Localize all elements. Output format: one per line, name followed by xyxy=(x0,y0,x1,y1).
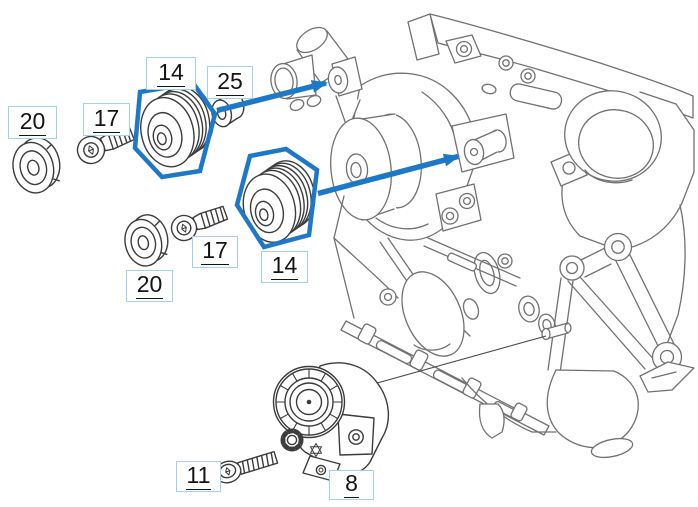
callout-20-lower-number: 20 xyxy=(135,271,164,299)
callout-11[interactable]: 11 xyxy=(176,461,221,492)
idler-pulley-upper xyxy=(140,83,214,168)
callout-8[interactable]: 8 xyxy=(329,470,374,500)
tensioner-leader-line xyxy=(351,335,547,391)
idler-pulley-lower xyxy=(242,160,316,243)
callout-11-number: 11 xyxy=(185,461,212,490)
callout-20-upper-number: 20 xyxy=(18,107,47,136)
callout-25[interactable]: 25 xyxy=(207,66,253,99)
engine-assembly-illustration xyxy=(270,13,695,459)
callout-20-lower[interactable]: 20 xyxy=(126,270,173,302)
callout-25-number: 25 xyxy=(216,67,244,96)
highlight-hexagon-lower-pulley xyxy=(234,146,320,250)
callout-17-lower[interactable]: 17 xyxy=(192,236,238,268)
pulley-bolt-lower xyxy=(170,205,229,242)
selection-highlights xyxy=(132,80,460,250)
pulley-cap-lower xyxy=(124,214,169,267)
callout-14-upper-number: 14 xyxy=(157,58,185,87)
callout-17-upper-number: 17 xyxy=(92,104,121,133)
pulley-cap-upper xyxy=(12,137,61,194)
callout-14-lower[interactable]: 14 xyxy=(261,251,308,283)
callout-8-number: 8 xyxy=(344,470,359,498)
tensioner-bolt xyxy=(214,450,279,484)
callout-17-lower-number: 17 xyxy=(201,237,229,265)
callout-17-upper[interactable]: 17 xyxy=(83,103,130,136)
parts-illustrations xyxy=(12,83,389,484)
mounting-arrow-lower xyxy=(317,153,460,197)
mounting-arrow-upper xyxy=(216,80,328,114)
belt-tensioner xyxy=(272,362,389,482)
callout-14-upper[interactable]: 14 xyxy=(146,57,196,90)
callout-20-upper[interactable]: 20 xyxy=(8,106,57,139)
callout-14-lower-number: 14 xyxy=(270,252,299,280)
